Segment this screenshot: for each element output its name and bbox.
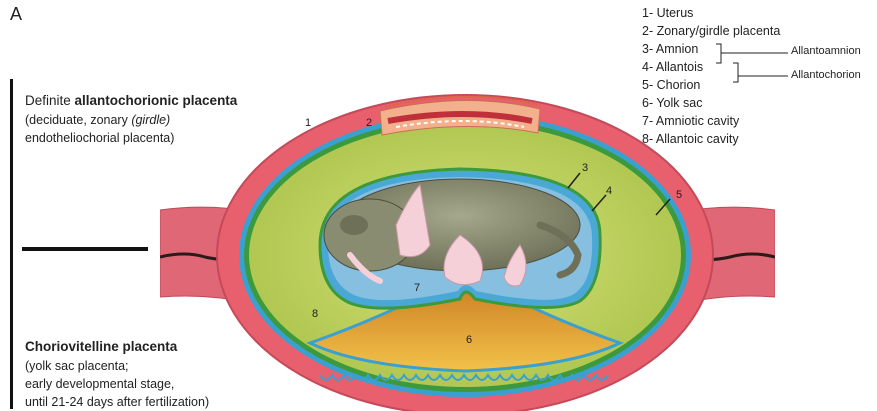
number-6: 6 — [466, 334, 472, 346]
number-7: 7 — [414, 282, 420, 294]
number-8: 8 — [312, 308, 318, 320]
number-4: 4 — [606, 185, 612, 197]
allantochorion-bracket — [733, 63, 788, 82]
number-5: 5 — [676, 189, 682, 201]
number-3: 3 — [582, 162, 588, 174]
number-2: 2 — [366, 117, 372, 129]
allantochorion-label: Allantochorion — [791, 69, 861, 81]
placenta-diagram: 1 2 3 4 5 6 7 8 — [160, 85, 775, 411]
allantoamnion-bracket — [716, 44, 788, 63]
allantoamnion-label: Allantoamnion — [791, 45, 861, 57]
number-1: 1 — [305, 117, 311, 129]
